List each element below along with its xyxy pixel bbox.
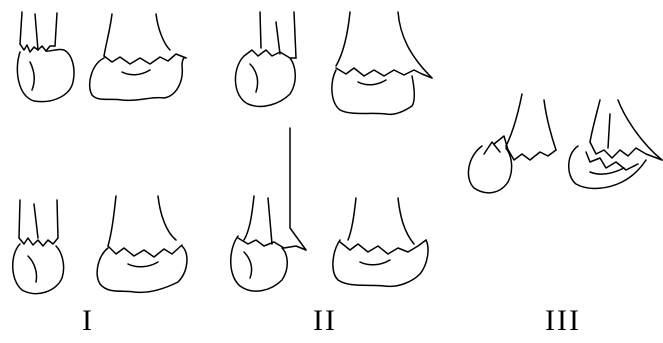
- epiphysis-inner-line: [30, 62, 34, 90]
- type-1-lateral-view-top: [17, 12, 74, 102]
- shaft-inner-line: [268, 198, 272, 244]
- metaphyseal-spike: [608, 114, 610, 148]
- epiphysis-inner-line: [484, 142, 500, 154]
- type-2-lateral-view-top: [235, 12, 296, 106]
- shaft-left: [336, 12, 350, 66]
- type-2-ap-view-top: [332, 12, 432, 114]
- type-3-lateral-view: [468, 94, 556, 193]
- fracture-edge: [108, 245, 182, 257]
- epiphysis-groove: [360, 260, 390, 265]
- shaft-line-posterior: [19, 200, 20, 238]
- epiphysis-groove: [128, 262, 158, 267]
- type-3-ap-view: [569, 100, 662, 188]
- type-2-lateral-view-bottom: [231, 128, 306, 291]
- shaft-right: [156, 14, 170, 50]
- shaft-line-anterior: [544, 100, 556, 150]
- shaft-line-posterior: [20, 12, 22, 44]
- epiphysis-outline: [235, 56, 295, 106]
- shaft-left: [104, 14, 112, 56]
- shaft-inner-line: [35, 14, 38, 50]
- type-1-lateral-view-bottom: [13, 200, 64, 294]
- shaft-right: [398, 12, 432, 78]
- epiphysis-inner-line: [28, 256, 37, 282]
- shaft-left: [108, 196, 116, 246]
- shaft-left: [590, 100, 600, 142]
- epiphysis-inner-line: [250, 64, 258, 92]
- fracture-edge: [336, 68, 432, 78]
- epiphysis-inner-line: [244, 252, 252, 278]
- fracture-edge: [104, 54, 186, 64]
- shaft-line-anterior: [294, 12, 296, 58]
- type-2-ap-view-bottom: [333, 198, 428, 286]
- epiphysis-outline: [332, 70, 414, 114]
- shaft-left: [348, 198, 356, 240]
- epiphysis-outline: [13, 244, 64, 294]
- type-1-ap-view-bottom: [97, 196, 187, 292]
- epiphysis-groove: [122, 70, 150, 75]
- shaft-right: [158, 196, 176, 240]
- type-ii-label: II: [313, 306, 337, 336]
- shaft-line-posterior: [260, 12, 261, 48]
- epiphysis-inner-2: [590, 168, 624, 174]
- shaft-inner-line: [34, 204, 38, 238]
- epiphysis-outline: [90, 57, 186, 100]
- shaft-right: [398, 198, 414, 244]
- long-shaft-line: [290, 128, 306, 250]
- epiphysis-groove: [358, 80, 386, 85]
- fracture-line: [244, 50, 296, 58]
- type-iii-label: III: [545, 306, 581, 336]
- shaft-line-anterior: [55, 13, 57, 46]
- shaft-line-anterior: [57, 200, 58, 238]
- physis-fracture-line: [19, 238, 58, 246]
- type-1-ap-view-top: [90, 14, 186, 100]
- shaft-line-posterior: [506, 94, 522, 146]
- shaft-line-posterior: [244, 196, 254, 240]
- epiphysis-outline: [17, 49, 74, 101]
- type-i-label: I: [82, 306, 94, 336]
- metaphyseal-spike: [276, 22, 280, 54]
- fracture-line: [506, 146, 556, 160]
- epiphysis-outline: [468, 146, 511, 193]
